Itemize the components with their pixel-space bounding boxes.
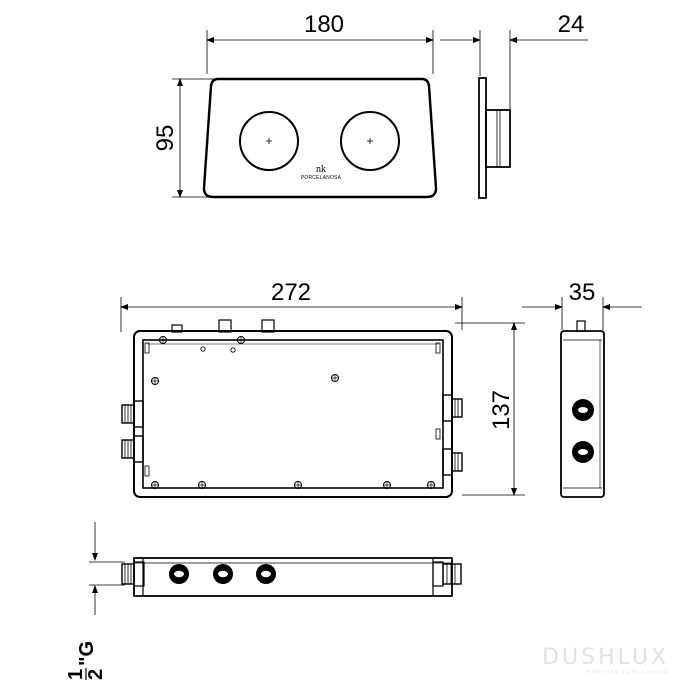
screw-icon xyxy=(294,481,302,489)
screw-icon xyxy=(151,481,159,489)
top-fitting xyxy=(576,320,586,332)
watermark: DUSHLUX ЭЛИТНАЯ САНТЕХНИКА xyxy=(542,645,669,676)
box-side xyxy=(560,330,605,498)
screw-icon xyxy=(237,336,245,344)
push-plate xyxy=(202,77,438,199)
plate-mount-block xyxy=(485,109,511,168)
watermark-tagline: ЭЛИТНАЯ САНТЕХНИКА xyxy=(586,670,669,676)
outlet-slot xyxy=(261,570,271,578)
connector-icon xyxy=(442,394,463,422)
small-hole xyxy=(200,346,206,352)
plate-side-view: 24 xyxy=(440,11,588,199)
plate-profile xyxy=(478,77,487,199)
screw-icon xyxy=(198,481,206,489)
side-slot xyxy=(435,428,441,440)
screw-icon xyxy=(427,481,435,489)
button-right xyxy=(340,111,400,171)
watermark-name: DUSHLUX xyxy=(542,645,669,670)
side-slot xyxy=(435,342,441,354)
screw-icon xyxy=(159,336,167,344)
screw-icon xyxy=(151,377,159,385)
plate-front-view: 180 95 nk PORCELANOSA xyxy=(152,11,438,199)
logo-mark: nk xyxy=(316,164,326,175)
connector-icon xyxy=(442,448,463,476)
box-side-view: 35 xyxy=(522,279,642,498)
outlet-slot xyxy=(218,570,228,578)
box-body xyxy=(142,339,444,489)
plus-icon xyxy=(266,138,272,144)
plate-height-label: 95 xyxy=(152,125,179,152)
connector-icon xyxy=(121,561,145,587)
plate-width-label: 180 xyxy=(304,11,344,38)
logo-brand: PORCELANOSA xyxy=(301,175,342,181)
box-height-label: 137 xyxy=(488,390,515,430)
connector-icon xyxy=(432,561,462,587)
box-front-view: 272 137 xyxy=(120,279,525,498)
connector-icon xyxy=(121,435,144,463)
small-hole xyxy=(230,347,236,353)
plate-depth-label: 24 xyxy=(558,11,585,38)
side-slot xyxy=(144,465,150,477)
button-left xyxy=(239,111,299,171)
thread-label: 1 2 "G xyxy=(65,641,107,680)
thread-fraction-den: 2 xyxy=(85,669,107,680)
side-slot xyxy=(144,342,150,354)
thread-suffix: "G xyxy=(76,641,98,666)
box-flange xyxy=(133,330,453,498)
plus-icon xyxy=(367,138,373,144)
box-width-label: 272 xyxy=(271,279,311,306)
screw-icon xyxy=(383,481,391,489)
outlet-slot xyxy=(578,407,588,413)
thread-fraction-num: 1 xyxy=(65,669,87,680)
outlet-slot xyxy=(174,570,184,578)
connector-icon xyxy=(121,400,144,428)
outlet-slot xyxy=(578,449,588,455)
screw-icon xyxy=(331,374,339,382)
box-top-view: 1 2 "G xyxy=(65,522,462,680)
box-depth-label: 35 xyxy=(569,279,596,306)
